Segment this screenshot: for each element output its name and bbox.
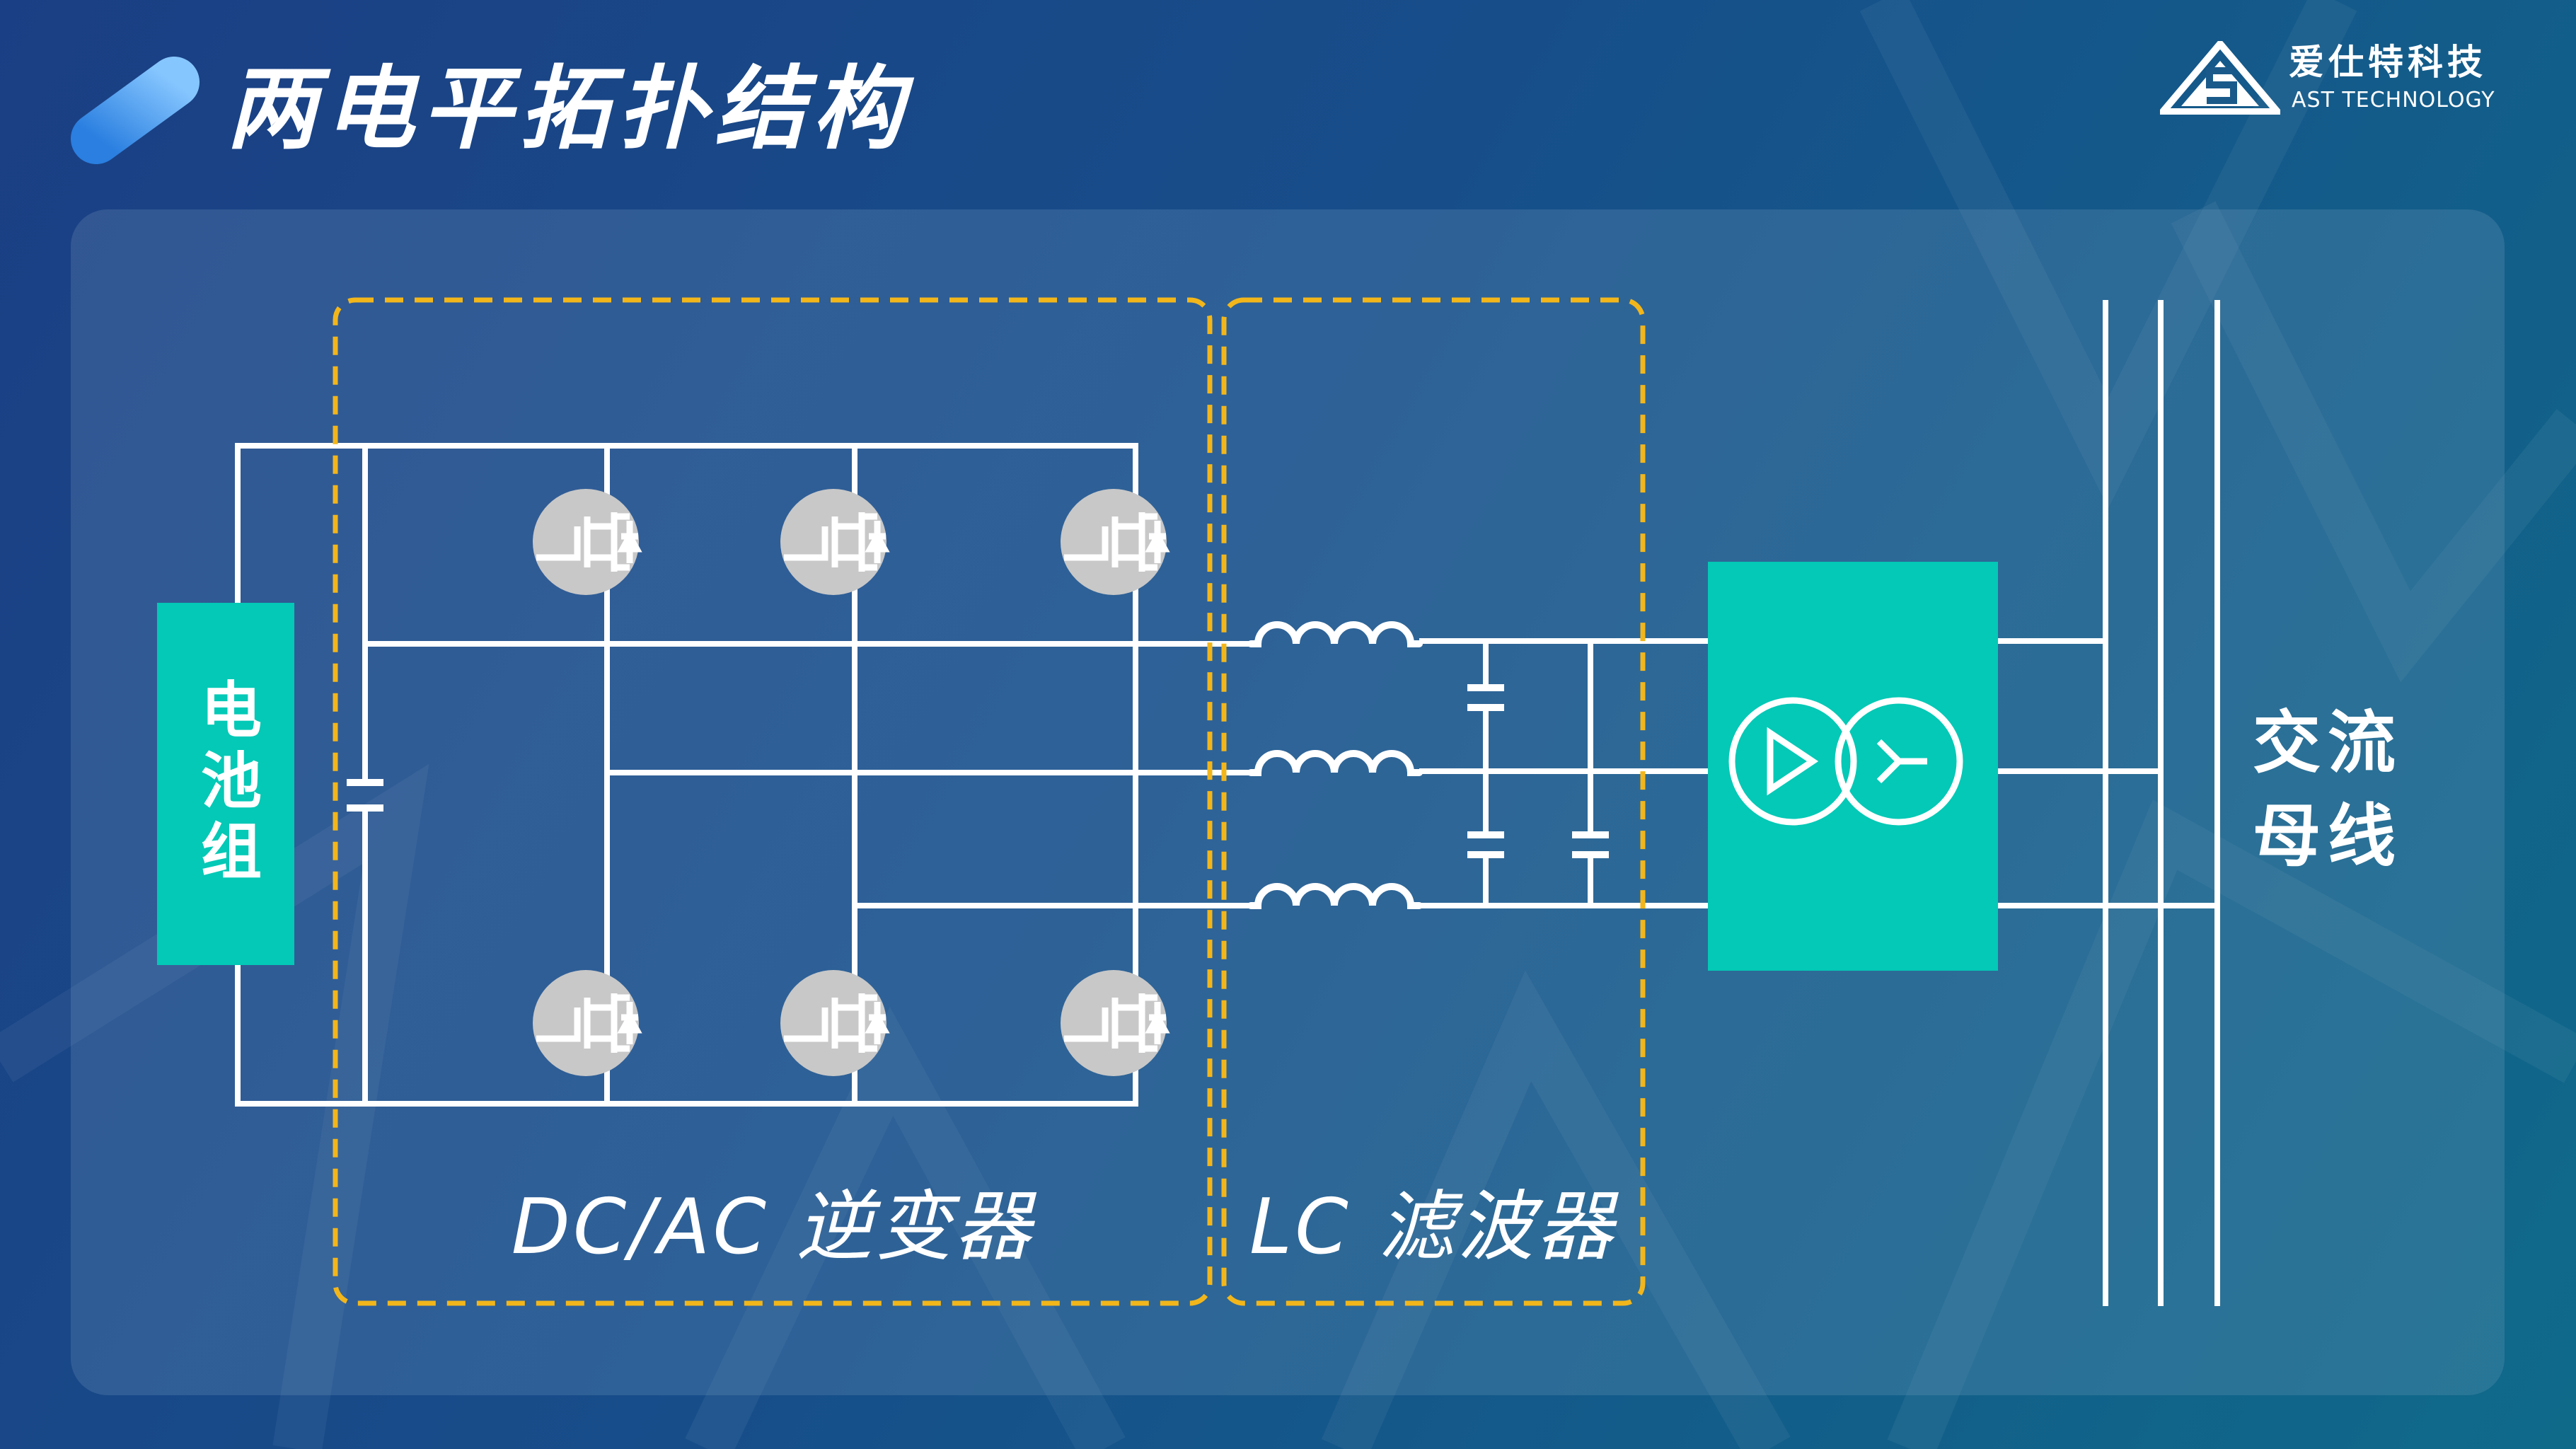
switch-lower-1 xyxy=(533,970,639,1076)
ast-triangle-logo-icon xyxy=(2160,41,2280,115)
delta-wye-transformer-icon xyxy=(1728,697,1963,826)
switch-upper-2 xyxy=(780,489,886,595)
switch-upper-1 xyxy=(533,489,639,595)
inverter-label: DC/AC 逆变器 xyxy=(511,1183,1034,1271)
page-title: 两电平拓扑结构 xyxy=(226,57,911,162)
switch-upper-3 xyxy=(1061,489,1167,595)
battery-block xyxy=(157,603,294,965)
battery-label: 电池组 xyxy=(190,678,261,890)
filter-dashed-box xyxy=(1221,297,1646,1306)
inductor-b xyxy=(1247,750,1423,776)
inverter-dashed-box xyxy=(333,297,1213,1306)
brand-block: 爱仕特科技 AST TECHNOLOGY xyxy=(2160,37,2528,122)
switch-lower-2 xyxy=(780,970,886,1076)
ac-bus-label: 交流母线 xyxy=(2253,703,2403,876)
brand-name-en: AST TECHNOLOGY xyxy=(2292,88,2495,112)
slanted-capsule-logo-icon xyxy=(71,57,200,164)
filter-label: LC 滤波器 xyxy=(1249,1183,1616,1271)
brand-name-cn: 爱仕特科技 xyxy=(2289,42,2487,83)
inductor-c xyxy=(1247,883,1423,909)
diagram-panel xyxy=(71,209,2505,1395)
inductor-a xyxy=(1247,621,1423,647)
switch-lower-3 xyxy=(1061,970,1167,1076)
